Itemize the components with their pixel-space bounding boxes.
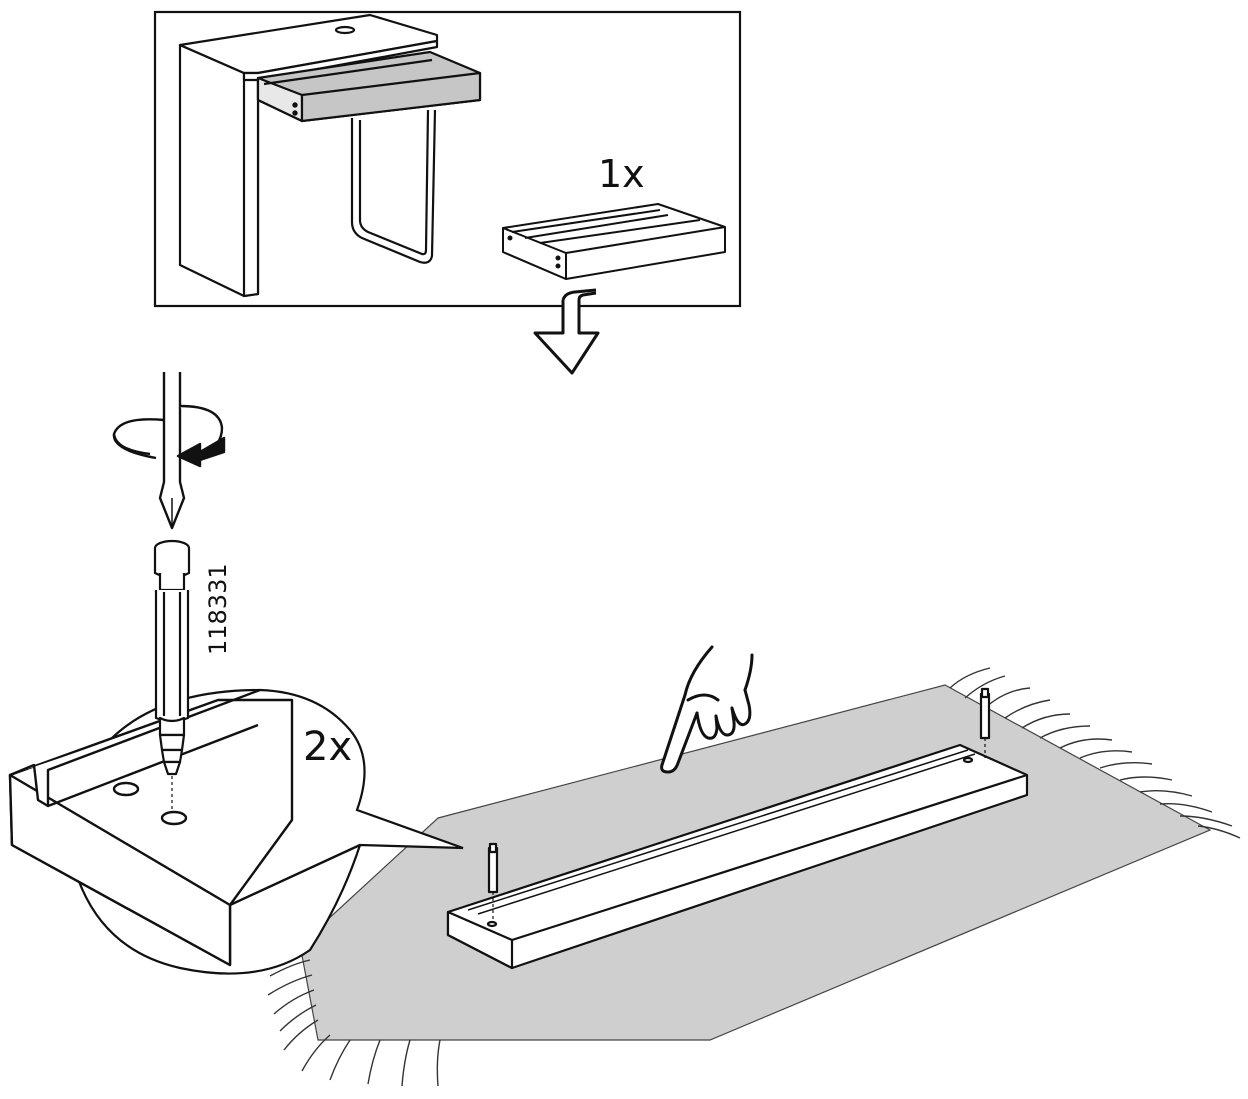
detail-quantity-label: 2x	[303, 724, 352, 770]
rail-board	[446, 687, 1029, 970]
dowel-right	[979, 687, 991, 758]
inset-quantity-label: 1x	[598, 152, 645, 196]
inset-panel: 1x	[153, 10, 742, 308]
screwdriver-icon	[158, 372, 186, 530]
dowel-left	[487, 842, 499, 920]
rug-fringe-right	[949, 667, 1241, 839]
rug-fringe-left	[267, 959, 441, 1087]
part-number-label: 118331	[204, 563, 232, 655]
desk-illustration	[178, 13, 482, 298]
cam-dowel	[153, 539, 191, 812]
down-arrow-icon	[533, 288, 600, 375]
detail-block	[8, 688, 361, 967]
pointing-hand-icon	[660, 645, 754, 774]
detail-bubble	[8, 372, 464, 975]
rotate-clockwise-icon	[112, 404, 226, 468]
drawer-illustration	[502, 203, 726, 280]
